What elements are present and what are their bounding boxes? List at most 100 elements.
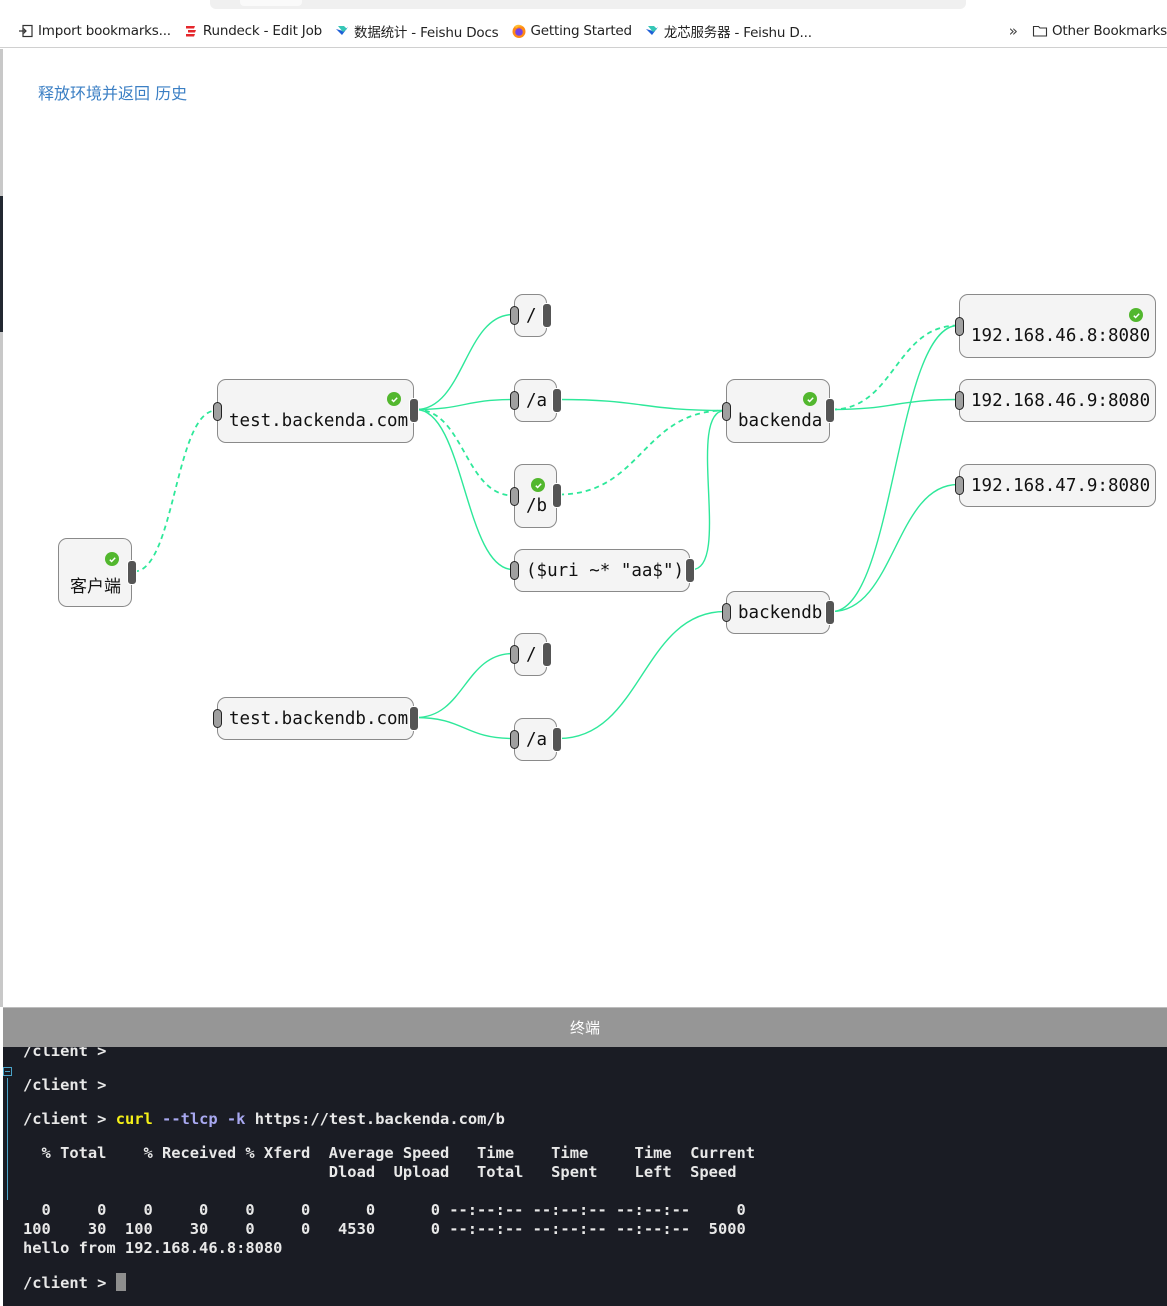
output-line: 0 0 0 0 0 0 0 0 --:--:-- --:--:-- --:--:…	[23, 1201, 746, 1219]
input-port[interactable]	[955, 317, 964, 336]
node-host-backenda[interactable]: test.backenda.com	[213, 379, 419, 443]
input-port[interactable]	[722, 603, 731, 622]
command-flags: --tlcp -k	[162, 1110, 246, 1128]
page-links: 释放环境并返回 历史	[38, 80, 187, 104]
node-location-a[interactable]: /a	[510, 379, 562, 422]
rundeck-icon	[183, 23, 199, 39]
node-label: 192.168.46.9:8080	[971, 390, 1151, 411]
output-port[interactable]	[552, 727, 562, 752]
node-label: /a	[526, 390, 548, 411]
bookmark-rundeck[interactable]: Rundeck - Edit Job	[177, 18, 328, 44]
terminal-header[interactable]: 终端	[3, 1007, 1167, 1047]
command-arg: https://test.backenda.com/b	[254, 1110, 505, 1128]
output-port[interactable]	[825, 398, 835, 423]
window-edge-dark	[0, 196, 3, 332]
input-port[interactable]	[510, 487, 519, 506]
address-bar[interactable]	[210, 0, 966, 9]
edge-client-hostA	[133, 409, 217, 573]
release-env-link[interactable]: 释放环境并返回	[38, 84, 151, 103]
history-link[interactable]: 历史	[155, 84, 188, 103]
bookmark-loongson-server[interactable]: 龙芯服务器 - Feishu D...	[638, 18, 818, 44]
command-name: curl	[115, 1110, 153, 1128]
output-port[interactable]	[409, 398, 419, 423]
check-icon	[1129, 308, 1143, 322]
feishu-icon	[334, 23, 350, 39]
node-server-46-8[interactable]: 192.168.46.8:8080	[955, 294, 1156, 358]
input-port[interactable]	[722, 402, 731, 421]
node-location-root-b[interactable]: /	[510, 633, 552, 676]
command-line: /client > curl --tlcp -k https://test.ba…	[23, 1110, 505, 1128]
bookmark-feishu-stats[interactable]: 数据统计 - Feishu Docs	[328, 18, 505, 44]
edge-locA_re-upA	[691, 409, 726, 571]
input-port[interactable]	[510, 391, 519, 410]
node-label: /a	[526, 729, 548, 750]
input-port[interactable]	[510, 645, 519, 664]
check-icon	[105, 552, 119, 566]
check-icon	[387, 392, 401, 406]
node-location-b[interactable]: /b	[510, 464, 562, 528]
node-upstream-backenda[interactable]: backenda	[722, 379, 835, 443]
output-line: Dload Upload Total Spent Left Speed	[23, 1163, 737, 1181]
node-label: /	[526, 305, 537, 326]
input-port[interactable]	[213, 709, 222, 728]
edge-locB_a-upB	[558, 610, 726, 740]
node-label: /	[526, 644, 537, 665]
node-location-root[interactable]: /	[510, 294, 552, 337]
input-port[interactable]	[955, 476, 964, 495]
bookmark-import[interactable]: Import bookmarks...	[12, 18, 177, 44]
bookmark-getting-started[interactable]: Getting Started	[505, 18, 638, 44]
output-port[interactable]	[552, 388, 562, 413]
edge-hostA-locA_root	[415, 313, 514, 411]
feishu-icon	[644, 23, 660, 39]
node-client[interactable]: 客户端	[58, 538, 137, 607]
edge-hostA-locA_re	[415, 408, 514, 571]
edge-locA_b-upA	[558, 409, 726, 496]
terminal-cursor	[115, 1273, 126, 1291]
bookmarks-bar: Import bookmarks... Rundeck - Edit Job 数…	[0, 14, 1167, 48]
output-line: 100 30 100 30 0 0 4530 0 --:--:-- --:--:…	[23, 1220, 746, 1238]
check-icon	[531, 478, 545, 492]
output-port[interactable]	[127, 560, 137, 585]
prompt-line: /client >	[23, 1076, 107, 1094]
input-port[interactable]	[510, 730, 519, 749]
node-server-47-9[interactable]: 192.168.47.9:8080	[955, 464, 1156, 507]
edge-hostB-locB_a	[415, 716, 514, 740]
bookmarks-overflow-chevron-icon[interactable]: »	[1008, 21, 1018, 40]
output-port[interactable]	[542, 303, 552, 328]
node-location-a-b[interactable]: /a	[510, 718, 562, 761]
node-label: test.backendb.com	[229, 708, 409, 729]
terminal-title: 终端	[569, 1019, 600, 1037]
output-port[interactable]	[552, 483, 562, 508]
node-upstream-backendb[interactable]: backendb	[722, 591, 835, 634]
node-location-regex[interactable]: ($uri ~* "aa$")	[510, 549, 695, 592]
input-port[interactable]	[510, 306, 519, 325]
output-line: hello from 192.168.46.8:8080	[23, 1239, 283, 1257]
edge-hostB-locB_root	[415, 652, 514, 719]
output-port[interactable]	[685, 558, 695, 583]
fold-guide-line	[7, 1078, 8, 1200]
output-line: % Total % Received % Xferd Average Speed…	[23, 1144, 756, 1162]
node-label: 192.168.47.9:8080	[971, 475, 1151, 496]
output-port[interactable]	[409, 706, 419, 731]
input-port[interactable]	[213, 402, 222, 421]
node-label: ($uri ~* "aa$")	[526, 560, 685, 581]
terminal-output[interactable]: /client > /client > /client > curl --tlc…	[3, 1047, 1167, 1306]
node-host-backendb[interactable]: test.backendb.com	[213, 697, 419, 740]
input-port[interactable]	[955, 391, 964, 410]
output-port[interactable]	[825, 600, 835, 625]
node-label: /b	[526, 496, 548, 516]
node-server-46-9[interactable]: 192.168.46.9:8080	[955, 379, 1156, 422]
window-edge	[0, 49, 3, 1007]
active-prompt-line: /client >	[23, 1273, 126, 1293]
fold-toggle-icon[interactable]	[3, 1067, 12, 1076]
input-port[interactable]	[510, 561, 519, 580]
topology-edges	[133, 313, 959, 740]
node-label: 192.168.46.8:8080	[971, 326, 1151, 346]
edge-upA-srv1	[831, 324, 959, 411]
output-port[interactable]	[542, 642, 552, 667]
other-bookmarks-folder[interactable]: Other Bookmarks	[1026, 18, 1167, 44]
prompt-line: /client >	[23, 1047, 107, 1060]
edge-upB-srv1	[831, 324, 959, 613]
edge-locA_a-upA	[558, 398, 726, 412]
